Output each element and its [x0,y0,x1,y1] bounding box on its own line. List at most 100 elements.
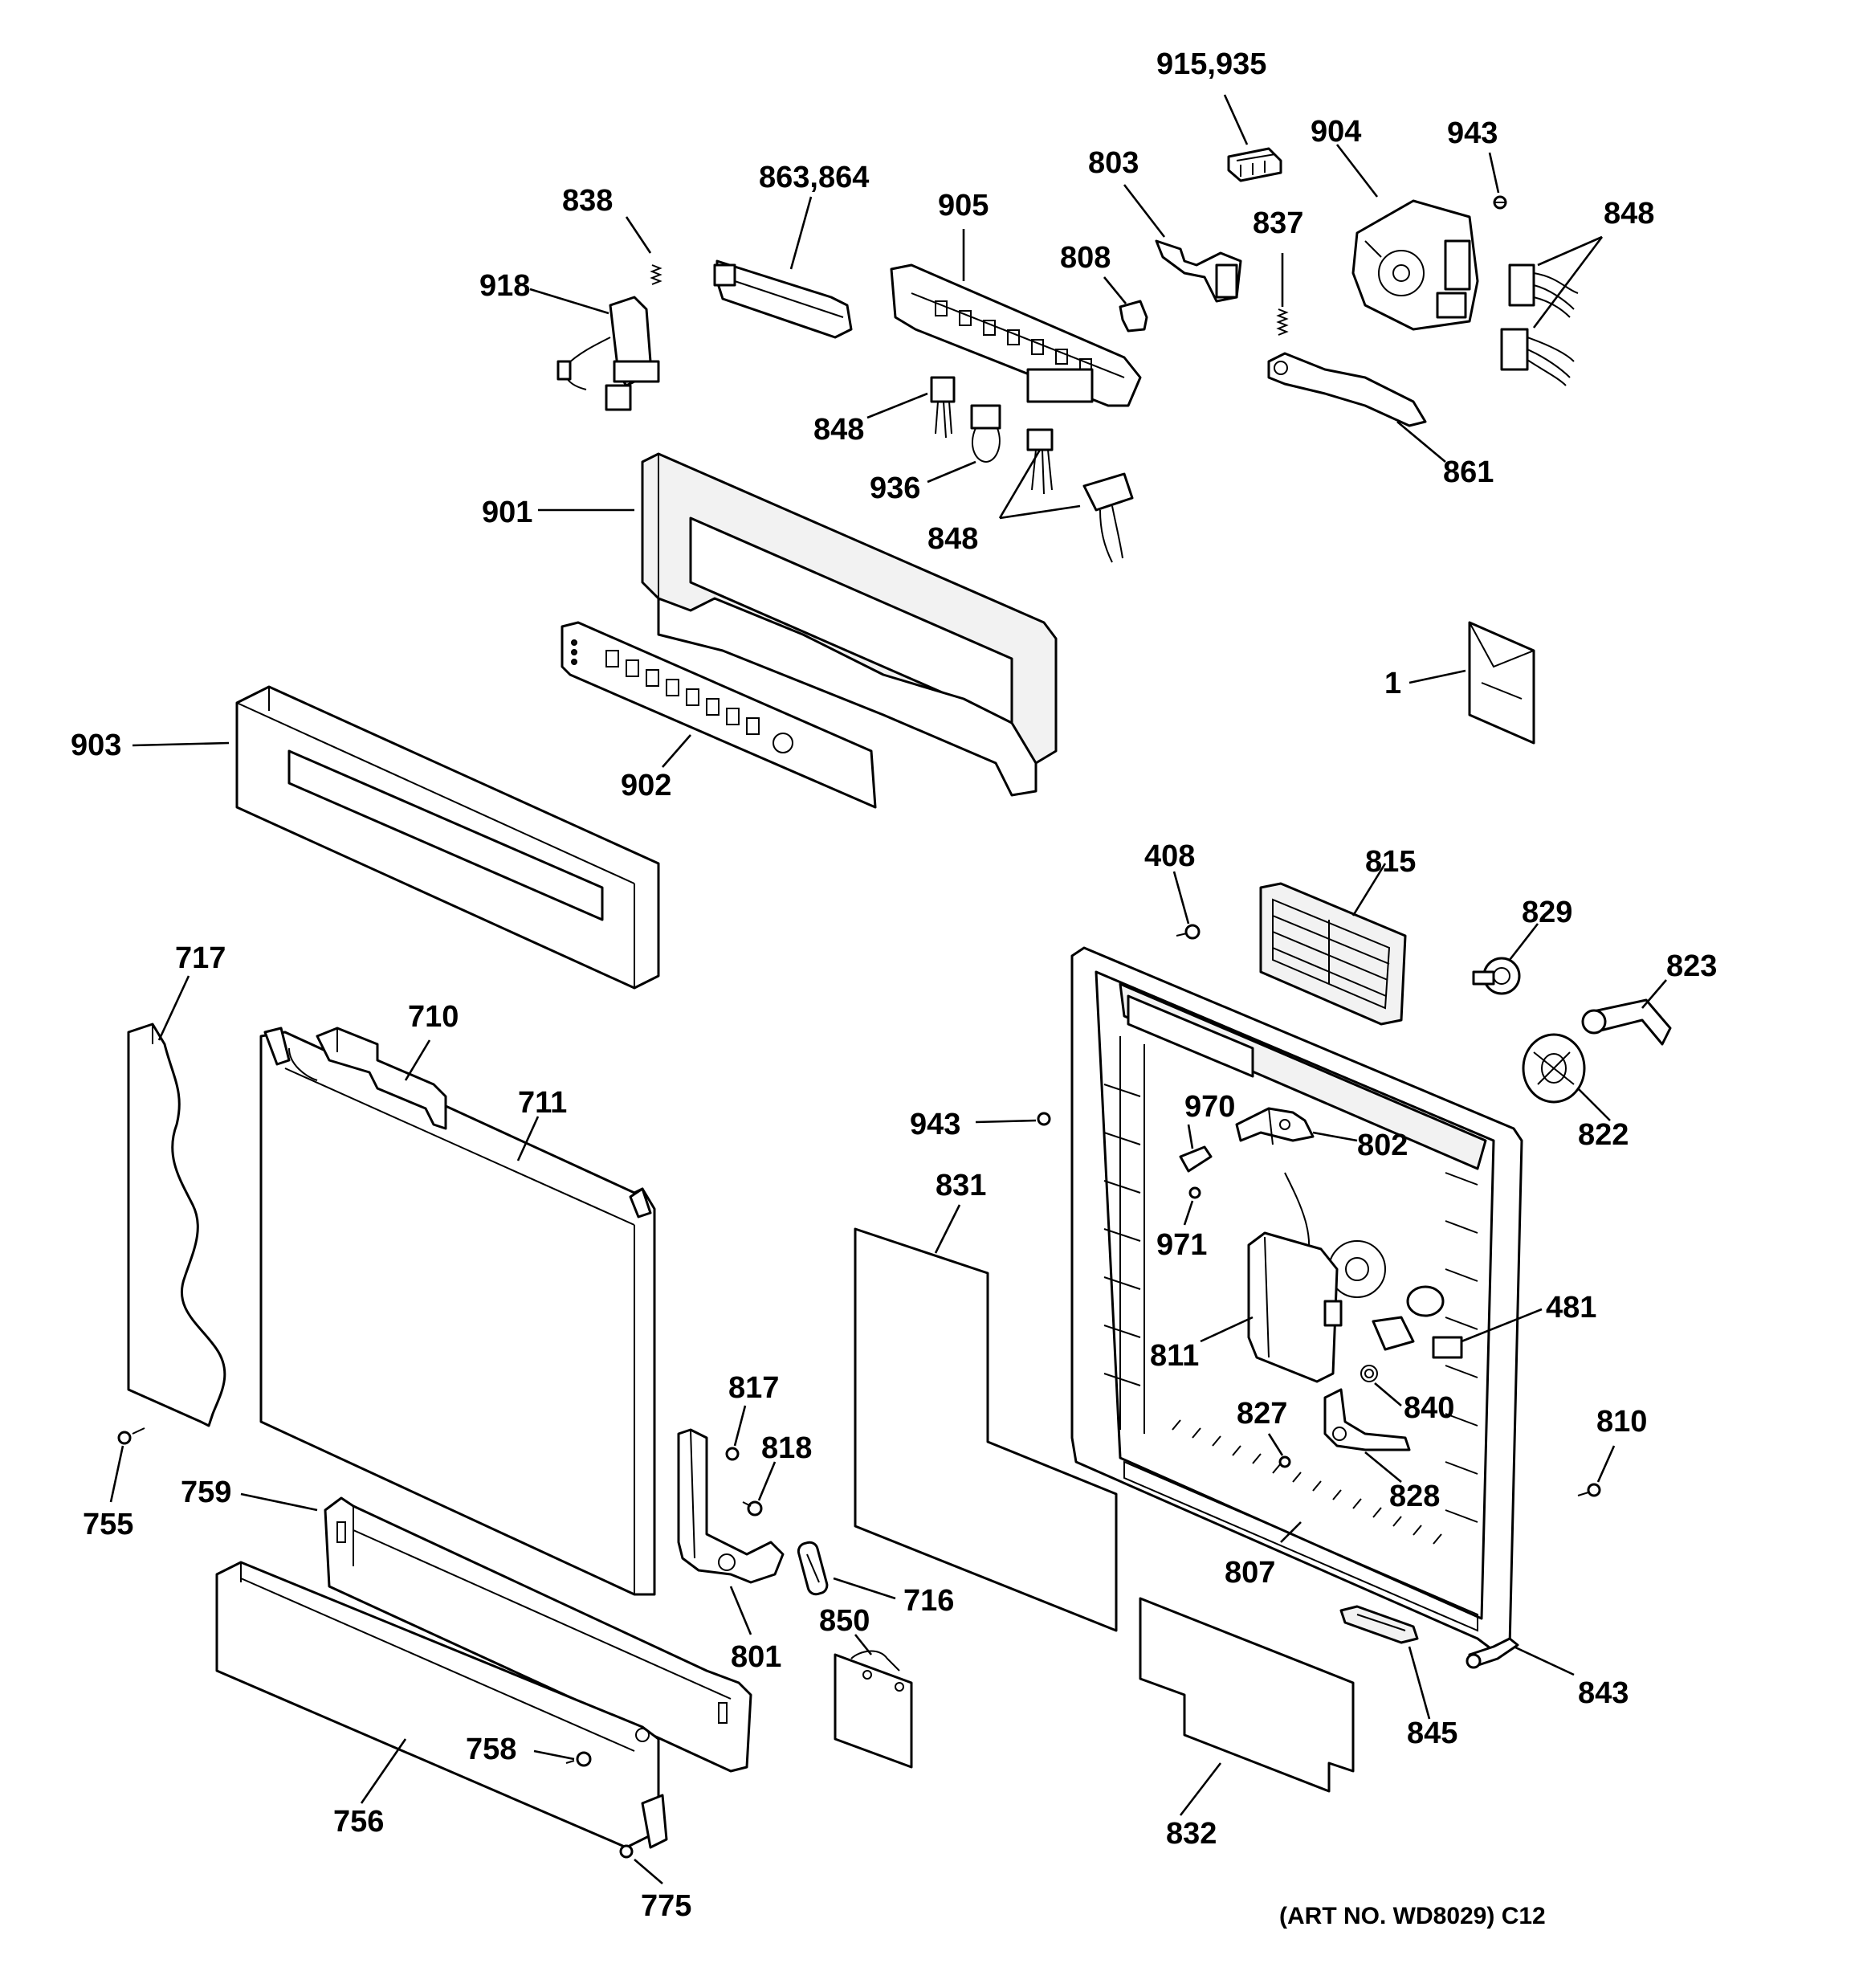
leader-915-935 [1223,94,1249,145]
leader-970 [1187,1124,1194,1149]
leader-832 [1179,1762,1222,1816]
leader-848-tr-b [1532,236,1604,329]
leader-759 [240,1492,318,1512]
leader-811 [1200,1316,1254,1343]
part-775-screw [619,1844,634,1859]
leader-838 [625,216,652,254]
part-811-dispenser [1247,1231,1343,1383]
part-817-screw [725,1447,740,1461]
leader-756 [360,1738,407,1804]
part-848-connector-mid [930,376,956,439]
leader-711 [516,1116,540,1161]
callout-905: 905 [938,189,989,222]
part-843-rod [1466,1637,1519,1669]
part-711-outer-panel [259,1027,656,1596]
callout-970: 970 [1184,1090,1235,1124]
leader-850 [854,1634,873,1655]
part-848-connectors-bottom [1026,428,1134,563]
leader-717 [157,975,190,1041]
part-828-arm [1323,1388,1411,1451]
callout-840: 840 [1404,1391,1454,1425]
callout-408: 408 [1144,839,1195,873]
callout-843: 843 [1578,1676,1629,1710]
part-904-timer [1351,199,1479,331]
part-822-dial [1522,1033,1586,1104]
leader-802 [1312,1131,1358,1142]
callout-717: 717 [175,941,226,975]
part-901-control-panel [641,452,1058,797]
part-838-spring [650,264,662,285]
callout-828: 828 [1389,1480,1440,1513]
leader-971 [1183,1200,1194,1226]
callout-823: 823 [1666,949,1717,983]
callout-822: 822 [1578,1118,1629,1152]
leader-775 [634,1859,663,1884]
part-970 [1179,1145,1213,1173]
callout-716: 716 [903,1584,954,1618]
part-850-plate [834,1650,913,1769]
leader-828 [1364,1451,1402,1484]
leader-818 [757,1461,777,1501]
leader-904 [1335,144,1379,198]
callout-918: 918 [479,269,530,303]
leader-936 [927,460,976,484]
callout-817: 817 [728,1371,779,1405]
leader-716 [833,1577,896,1600]
leader-840 [1374,1382,1402,1406]
part-716-link [797,1541,829,1596]
callout-808: 808 [1060,241,1111,275]
callout-848-tr: 848 [1604,197,1654,231]
leader-755 [109,1445,124,1503]
part-803-bracket [1155,239,1242,303]
part-759-toe-bracket [324,1496,752,1773]
leader-801 [729,1586,752,1635]
callout-758: 758 [466,1733,516,1766]
leader-808 [1103,276,1127,304]
part-936-harness [970,404,1001,463]
leader-843 [1513,1645,1575,1676]
part-815-vent [1259,882,1407,1026]
part-408-screw [1176,924,1201,940]
callout-971: 971 [1156,1228,1207,1262]
part-1-literature [1468,621,1535,745]
part-827-screw [1278,1455,1291,1468]
part-971-screw [1188,1186,1201,1199]
part-823-shaft [1581,998,1672,1046]
leader-845 [1408,1646,1431,1720]
callout-902: 902 [621,769,671,802]
leader-803 [1123,184,1166,238]
callout-838: 838 [562,184,613,218]
callout-818: 818 [761,1431,812,1465]
part-802-latch [1235,1107,1315,1145]
leader-807 [1280,1521,1302,1543]
part-755-screw [117,1427,145,1445]
leader-481 [1461,1308,1543,1343]
leader-758 [533,1749,575,1761]
callout-915-935: 915,935 [1156,47,1266,81]
callout-837: 837 [1253,206,1303,240]
leader-1 [1408,669,1466,684]
leader-810 [1596,1445,1616,1483]
part-801-hinge [677,1428,785,1584]
callout-848-bot: 848 [927,522,978,556]
leader-943-mid [975,1119,1037,1124]
part-943-screw-mid [1037,1112,1051,1126]
callout-943-mid: 943 [910,1108,960,1141]
callout-936: 936 [870,471,920,505]
art-number: (ART NO. WD8029) C12 [1279,1903,1546,1929]
leader-863-864 [789,196,813,270]
callout-850: 850 [819,1604,870,1638]
callout-759: 759 [181,1476,231,1509]
callout-863-864: 863,864 [759,161,869,194]
part-808-clip [1119,300,1148,333]
part-905-control-board [890,263,1142,407]
leader-823 [1641,979,1667,1009]
part-710-bracket [316,1027,447,1130]
part-845-clip [1339,1605,1419,1644]
leader-815 [1351,863,1387,916]
callout-803: 803 [1088,146,1139,180]
leader-861 [1396,421,1446,463]
part-717-side-panel [127,1023,226,1427]
leader-903 [132,741,230,747]
